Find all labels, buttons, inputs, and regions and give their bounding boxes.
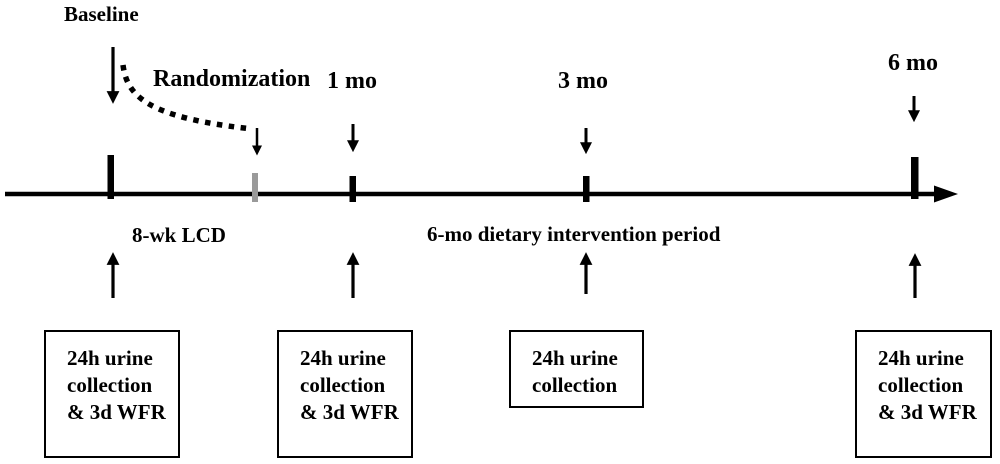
box-line: 24h urine <box>300 346 386 370</box>
box-line: collection <box>300 373 386 397</box>
box-line: 24h urine <box>67 346 153 370</box>
box-line: 24h urine <box>878 346 964 370</box>
intervention-period-label: 6-mo dietary intervention period <box>427 222 721 246</box>
box-line: & 3d WFR <box>67 400 166 424</box>
box-line: & 3d WFR <box>878 400 977 424</box>
box-line: & 3d WFR <box>300 400 399 424</box>
assessment-box-6mo: 24h urine collection & 3d WFR <box>855 330 992 458</box>
tick-baseline <box>107 155 114 199</box>
assessment-box-baseline: 24h urine collection & 3d WFR <box>44 330 180 458</box>
box-line: collection <box>878 373 964 397</box>
randomization-dotted-curve <box>120 64 249 132</box>
baseline-label: Baseline <box>64 2 139 26</box>
tick-1mo <box>349 176 356 202</box>
assessment-box-3mo: 24h urine collection <box>509 330 644 408</box>
lcd-period-label: 8-wk LCD <box>132 223 226 247</box>
tick-3mo <box>583 176 590 202</box>
box-line: 24h urine <box>532 346 618 370</box>
month-3-label: 3 mo <box>558 68 608 94</box>
assessment-box-1mo: 24h urine collection & 3d WFR <box>277 330 413 458</box>
tick-6mo <box>911 157 919 199</box>
month-1-label: 1 mo <box>327 68 377 94</box>
time-axis-arrowhead-icon <box>934 185 958 203</box>
month-6-label: 6 mo <box>888 50 938 76</box>
box-line: collection <box>532 373 618 397</box>
randomization-label: Randomization <box>153 66 311 92</box>
box-line: collection <box>67 373 153 397</box>
tick-randomization <box>252 173 258 202</box>
